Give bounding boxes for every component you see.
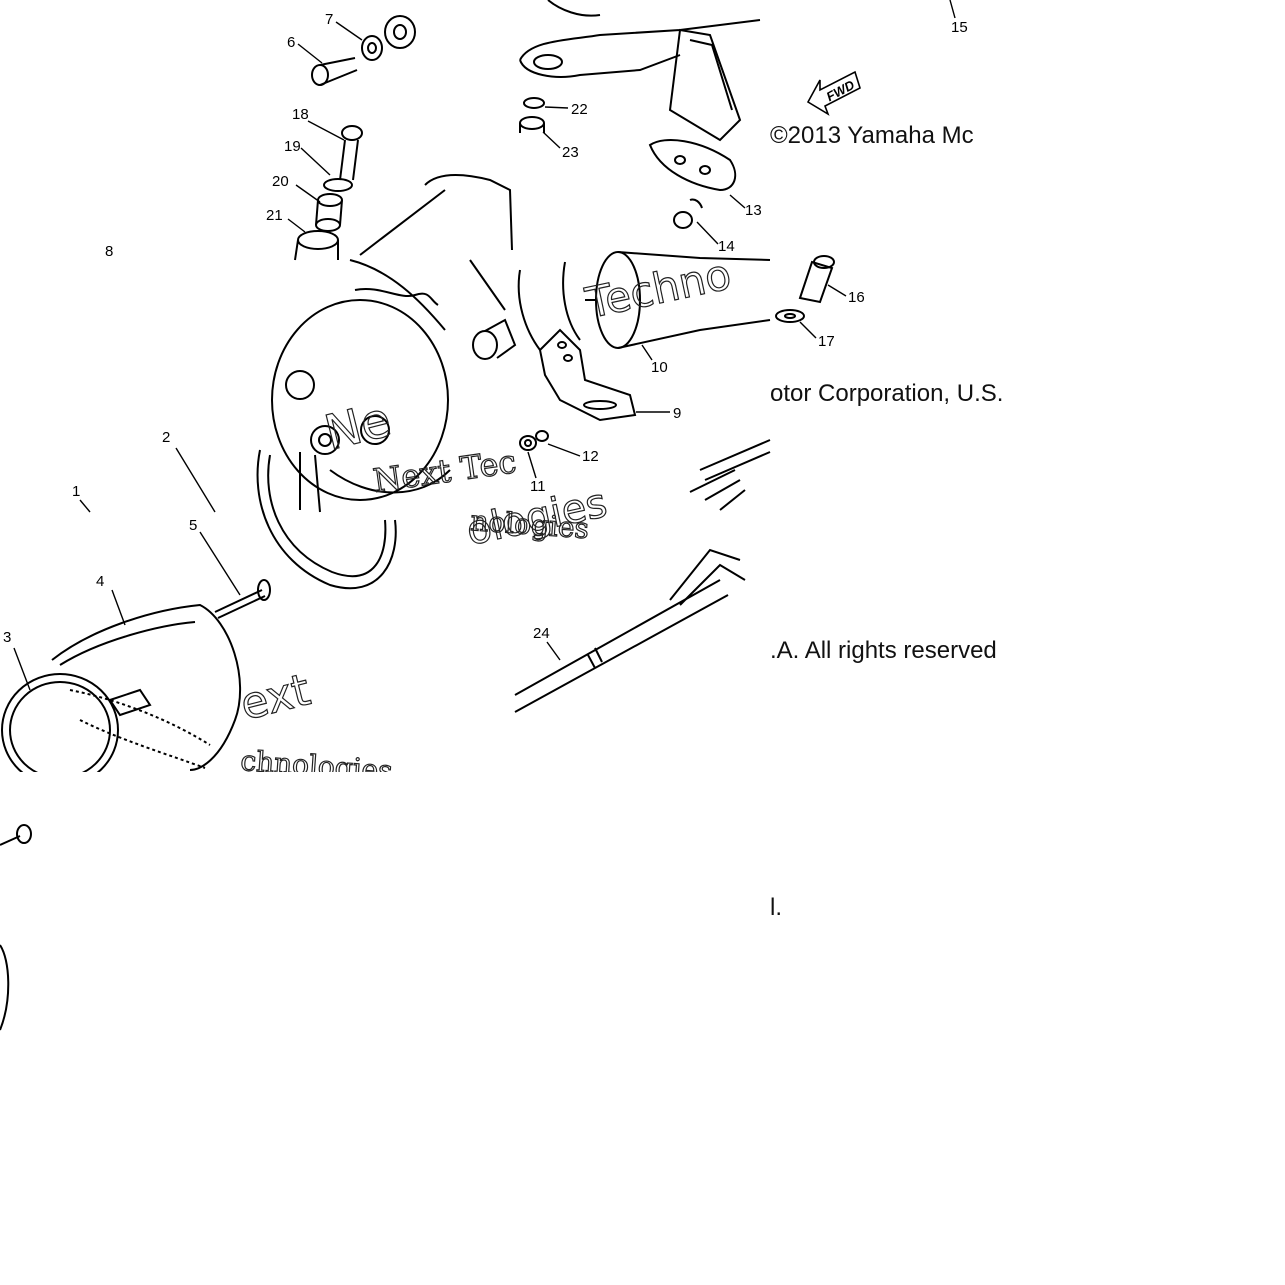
callout-5: 5 <box>189 517 197 534</box>
lower-left-parts <box>0 824 32 1031</box>
callout-14: 14 <box>718 238 735 255</box>
callout-13: 13 <box>745 202 762 219</box>
headlight-shell <box>51 603 242 771</box>
watermark-ne: Ne <box>319 391 396 461</box>
collar-20 <box>315 193 343 232</box>
callout-4: 4 <box>96 573 104 590</box>
copyright-line-2: otor Corporation, U.S. <box>770 380 1004 407</box>
forward-arrow-icon: FWD <box>806 70 861 116</box>
copyright-line-4: l. <box>770 894 782 921</box>
pilot-lamp-10 <box>585 251 771 349</box>
screw-16 <box>798 255 835 304</box>
fwd-label: FWD <box>824 77 858 104</box>
headlight-gasket <box>256 449 397 590</box>
collar-23 <box>519 116 545 133</box>
clip-14 <box>673 198 703 229</box>
watermark-ext: ext <box>235 664 315 730</box>
reflector-13 <box>648 139 737 192</box>
headlight-bolt <box>214 579 271 619</box>
washer-7 <box>361 35 383 61</box>
callout-20: 20 <box>272 173 289 190</box>
washer-12 <box>535 430 549 442</box>
callout-numbers: 1 2 3 4 5 6 7 8 9 10 11 12 13 14 15 16 1… <box>3 11 968 646</box>
headlight-housing <box>271 259 451 513</box>
lamp-wire <box>517 261 581 351</box>
callout-12: 12 <box>582 448 599 465</box>
callout-1: 1 <box>72 483 80 500</box>
callout-3: 3 <box>3 629 11 646</box>
callout-6: 6 <box>287 34 295 51</box>
callout-8: 8 <box>105 243 113 260</box>
copyright-line-1: ©2013 Yamaha Mc <box>770 122 974 149</box>
mounting-bracket-tube <box>359 174 517 360</box>
callout-15: 15 <box>951 19 968 36</box>
callout-22: 22 <box>571 101 588 118</box>
callout-18: 18 <box>292 106 309 123</box>
callout-7: 7 <box>325 11 333 28</box>
callout-19: 19 <box>284 138 301 155</box>
callout-2: 2 <box>162 429 170 446</box>
washer-22 <box>523 97 545 109</box>
watermark-next-tec: Next Tec <box>371 442 519 500</box>
bolt-18 <box>339 125 363 181</box>
callout-11: 11 <box>530 478 546 495</box>
nut-top <box>384 15 416 49</box>
callout-16: 16 <box>848 289 865 306</box>
callout-21: 21 <box>266 207 283 224</box>
headlight-rim <box>1 673 119 787</box>
callout-9: 9 <box>673 405 681 422</box>
grommet-21 <box>294 230 339 261</box>
callout-17: 17 <box>818 333 835 350</box>
headlight-stay-bracket <box>519 0 761 142</box>
callout-23: 23 <box>562 144 579 161</box>
bracket-9 <box>538 328 637 422</box>
callout-24: 24 <box>533 625 550 642</box>
callout-10: 10 <box>651 359 668 376</box>
cable-24 <box>514 548 746 713</box>
copyright-line-3: .A. All rights reserved <box>770 637 997 664</box>
leader-lines <box>13 0 956 691</box>
wire-lead-upper <box>689 439 771 511</box>
washer-19 <box>323 178 353 192</box>
bolt-6 <box>311 57 358 86</box>
nut-11 <box>519 435 537 451</box>
washer-17 <box>775 309 805 323</box>
